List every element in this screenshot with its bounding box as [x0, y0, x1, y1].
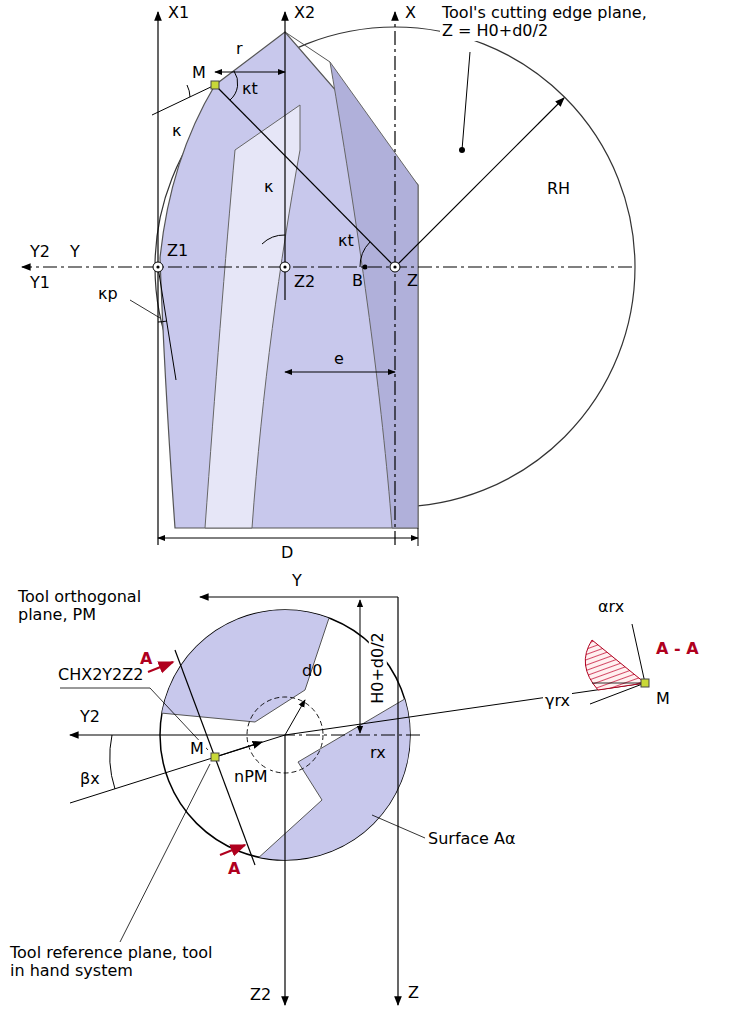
section-arrow — [220, 845, 245, 855]
orthogonal-plane-line — [175, 650, 255, 865]
axis-dot — [156, 265, 159, 268]
angle-label: γrx — [543, 692, 572, 710]
angle-label: αrx — [596, 598, 626, 616]
vector-label: nPM — [232, 768, 270, 786]
angle-label: κt — [336, 232, 356, 250]
section-label: A — [138, 650, 154, 668]
kappa-arc — [262, 235, 285, 244]
axis-x — [394, 12, 395, 545]
plane-label: Tool reference plane, tool in hand syste… — [8, 944, 217, 981]
axis-point — [280, 262, 290, 272]
radius-line — [395, 98, 564, 267]
kappa-p-line — [158, 267, 176, 380]
axis-label: X1 — [166, 4, 191, 22]
axis-label: Z1 — [165, 242, 190, 260]
axis-point — [153, 262, 400, 272]
section-title: A - A — [654, 640, 701, 658]
point-label: M — [190, 64, 208, 82]
dimension-label: d0 — [300, 662, 324, 680]
axis-label: Z — [406, 984, 421, 1002]
leader-line — [462, 52, 470, 150]
plane-label: Tool orthogonal plane, PM — [16, 588, 194, 625]
angle-label: κp — [96, 285, 120, 303]
kappa-arc — [187, 85, 190, 97]
leader-line — [130, 300, 160, 318]
drill-flute — [205, 105, 300, 528]
dimension-label: e — [332, 350, 346, 368]
cutting-edge-line — [215, 85, 395, 267]
point-b — [363, 265, 368, 270]
dimension-label: r — [234, 40, 245, 58]
dimension-r — [215, 72, 285, 73]
drill-edge — [285, 32, 330, 62]
reference-line — [70, 735, 285, 803]
radius-line — [285, 683, 645, 735]
axis-label: Z — [405, 272, 420, 290]
normal-vector — [215, 742, 262, 757]
axis-label: Y2 — [28, 243, 52, 261]
axis-dot — [283, 265, 286, 268]
axis-y — [22, 266, 632, 267]
dimension-d0 — [285, 700, 305, 735]
extension-line — [418, 528, 419, 546]
angle-label: βx — [78, 770, 102, 788]
axis-label: Y — [68, 243, 82, 261]
dimension-h — [360, 600, 361, 733]
center-line — [285, 735, 420, 736]
plane-label: Tool's cutting edge plane, Z = H0+d0/2 — [440, 4, 659, 41]
axis-point — [153, 262, 163, 272]
point-label: B — [350, 272, 365, 290]
axis-dot — [393, 265, 396, 268]
axis-z — [397, 597, 398, 1005]
dimension-label: H0+d0/2 — [369, 630, 387, 706]
surface-label: Surface Aα — [426, 830, 518, 848]
axis-x1 — [157, 12, 158, 545]
dimension-label: D — [279, 544, 295, 562]
angle-label: κt — [240, 80, 260, 98]
kappa-p-arc — [158, 321, 167, 322]
dimension-d — [158, 538, 418, 539]
leader-line — [372, 815, 425, 838]
radius-label: rx — [368, 744, 388, 762]
point-label: M — [654, 690, 672, 708]
axis-label: Y2 — [78, 708, 102, 726]
flank-surface — [245, 690, 420, 870]
section-label: A — [226, 860, 242, 878]
axis-label: X2 — [292, 4, 317, 22]
radius-label: RH — [545, 180, 572, 198]
leader-line — [60, 688, 150, 689]
angle-label: κ — [262, 178, 275, 196]
angle-label: κ — [170, 122, 183, 140]
axis-point — [390, 262, 400, 272]
axis-label: Y1 — [28, 274, 52, 292]
clearance-line — [632, 624, 645, 683]
axis-z2 — [284, 735, 285, 1005]
reference-line — [592, 683, 645, 684]
point-m — [211, 753, 219, 761]
beta-arc — [110, 735, 115, 789]
axis-system-label: CHX2Y2Z2 — [56, 666, 145, 684]
drill-flute-dark — [330, 62, 418, 528]
section-hatch — [585, 640, 645, 690]
rake-line — [590, 683, 645, 704]
point-label: M — [188, 740, 206, 758]
leader-line — [120, 764, 210, 942]
point-m — [641, 679, 649, 687]
axis-label: Y — [290, 572, 304, 590]
kappa-t-arc — [360, 242, 370, 267]
axis-label: X — [403, 4, 418, 22]
drill-body — [160, 32, 418, 528]
point-m — [211, 81, 219, 89]
axis-y — [200, 596, 398, 597]
axis-label: Z2 — [292, 273, 317, 291]
axis-label: Z2 — [248, 986, 273, 1004]
kappa-t-arc — [230, 71, 238, 100]
axis-y2 — [70, 734, 285, 735]
kappa-line — [152, 85, 215, 115]
dimension-e — [285, 372, 395, 373]
